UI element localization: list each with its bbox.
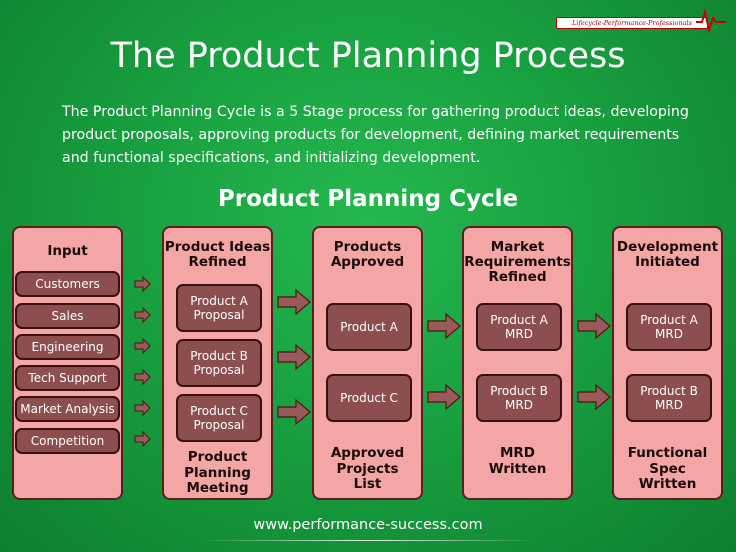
- stage-products-approved: Products Approved Product A Product C Ap…: [312, 226, 423, 500]
- input-item-tech-support: Tech Support: [15, 365, 120, 391]
- stage-mrd-footer: MRD Written: [488, 445, 547, 477]
- stage-input-heading: Input: [47, 243, 88, 259]
- stage-development-footer: Functional Spec Written: [627, 445, 708, 492]
- arrow-icon: [134, 399, 151, 417]
- mrd-to-development-arrows: [577, 312, 611, 411]
- stage-ideas-footer: Product Planning Meeting: [184, 449, 251, 496]
- stage-approved-heading: Products Approved: [330, 239, 405, 270]
- stage-approved-footer: Approved Projects List: [330, 445, 405, 492]
- page-title: The Product Planning Process: [110, 36, 626, 76]
- brand-logo: Lifecycle-Performance-Professionals: [556, 8, 726, 34]
- stage-ideas-heading: Product Ideas Refined: [164, 239, 271, 270]
- logo-text: Lifecycle-Performance-Professionals: [556, 17, 708, 29]
- arrow-icon: [134, 275, 151, 293]
- approved-product-c: Product C: [326, 374, 412, 422]
- heartbeat-icon: [696, 8, 726, 34]
- arrow-icon: [277, 343, 311, 371]
- input-item-engineering: Engineering: [15, 334, 120, 360]
- page-description: The Product Planning Cycle is a 5 Stage …: [62, 104, 689, 166]
- input-item-competition: Competition: [15, 428, 120, 454]
- stage-input: Input Customers Sales Engineering Tech S…: [12, 226, 123, 500]
- arrow-icon: [577, 312, 611, 340]
- ideas-to-approved-arrows: [277, 288, 311, 426]
- arrow-icon: [134, 430, 151, 448]
- arrow-icon: [427, 312, 461, 340]
- stage-development-heading: Development Initiated: [616, 239, 719, 270]
- arrow-icon: [277, 398, 311, 426]
- arrow-icon: [577, 383, 611, 411]
- approved-product-a: Product A: [326, 303, 412, 351]
- stage-mrd-heading: Market Requirements Refined: [464, 239, 571, 285]
- footer-divider: [200, 540, 536, 541]
- arrow-icon: [277, 288, 311, 316]
- arrow-icon: [134, 368, 151, 386]
- approved-to-mrd-arrows: [427, 312, 461, 411]
- arrow-icon: [134, 337, 151, 355]
- input-item-sales: Sales: [15, 303, 120, 329]
- input-item-market-analysis: Market Analysis: [15, 396, 120, 422]
- input-item-customers: Customers: [15, 271, 120, 297]
- arrow-icon: [134, 306, 151, 324]
- arrow-icon: [427, 383, 461, 411]
- input-arrows: [134, 275, 151, 448]
- footer-url: www.performance-success.com: [253, 517, 483, 533]
- diagram-subtitle: Product Planning Cycle: [217, 186, 519, 212]
